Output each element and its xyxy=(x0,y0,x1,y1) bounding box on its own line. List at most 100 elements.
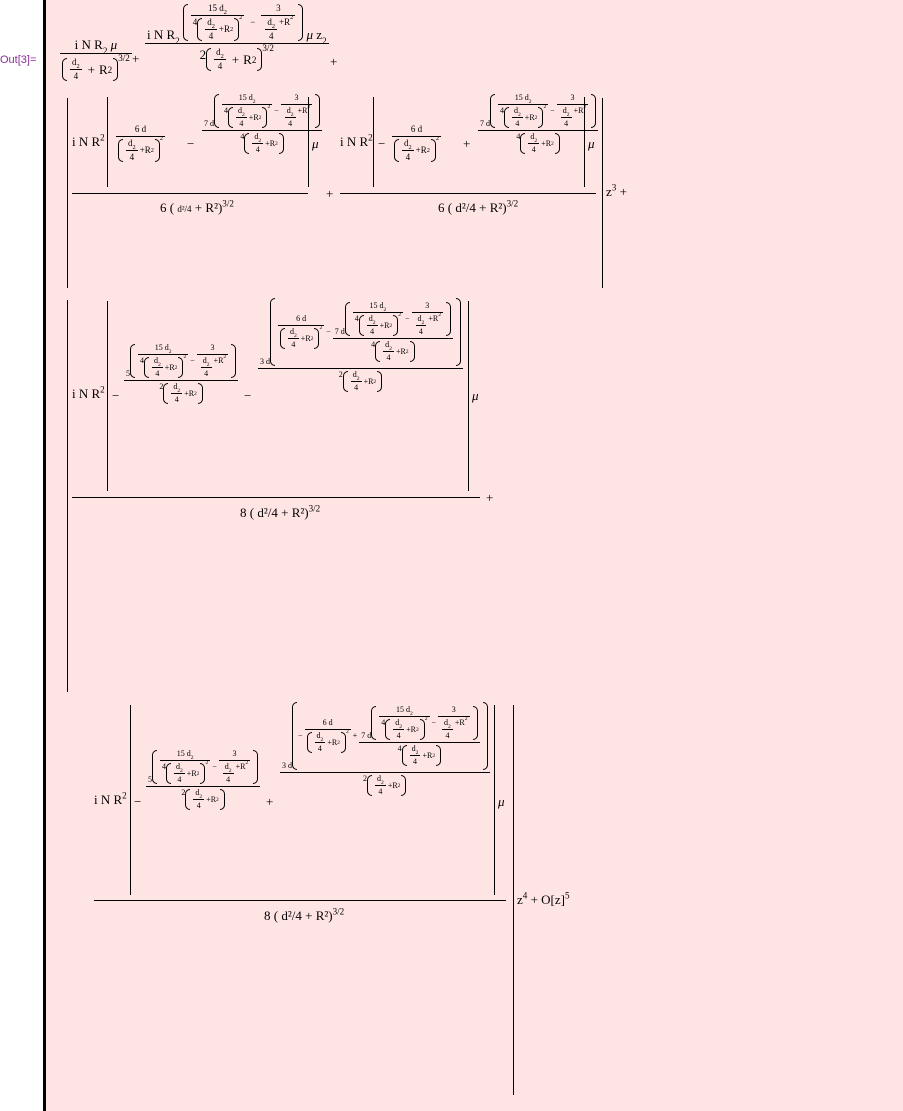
exponent: 3/2 xyxy=(506,198,519,209)
text: 4 xyxy=(140,356,144,365)
plus-operator: + xyxy=(524,112,530,122)
plus-operator: + xyxy=(206,794,211,804)
text: 4 xyxy=(252,143,264,154)
var-R: R xyxy=(223,24,230,34)
text: 4 xyxy=(192,17,198,27)
exponent: 3/2 xyxy=(222,198,234,209)
text: 4 xyxy=(375,785,386,796)
var-R: R xyxy=(269,138,276,148)
coefficient: 8 xyxy=(240,505,247,520)
plus-operator: + xyxy=(326,186,334,201)
var-R: R xyxy=(240,762,246,771)
var-d: d xyxy=(257,505,264,520)
exponent: 2 xyxy=(100,132,105,143)
plus-operator: + xyxy=(619,184,627,199)
var-R: R xyxy=(432,314,439,323)
var-R: R xyxy=(188,388,195,398)
text: 4 xyxy=(354,314,359,323)
plus-operator: + xyxy=(406,724,411,734)
minus-operator: − xyxy=(405,314,410,323)
plus-operator: + xyxy=(231,52,240,67)
var-R: R xyxy=(253,112,259,122)
text: 3 xyxy=(210,343,215,352)
minus-operator: − xyxy=(134,794,142,809)
text: 4 xyxy=(560,117,572,128)
text: 4 xyxy=(512,117,523,128)
numerator-text: i N R xyxy=(74,37,103,52)
var-R: R xyxy=(315,908,325,923)
mu-symbol: μ xyxy=(498,794,505,810)
var-R: R xyxy=(489,200,499,215)
minus-operator: − xyxy=(298,731,303,740)
text: 3 xyxy=(232,749,237,758)
plus-operator: + xyxy=(573,106,579,115)
text: 4 xyxy=(314,742,326,753)
text: 3 xyxy=(425,301,430,310)
text: 5 xyxy=(148,775,152,784)
plus-operator: + xyxy=(422,750,427,760)
var-R: R xyxy=(410,724,416,734)
output-label: Out[3]= xyxy=(0,54,37,66)
var-R: R xyxy=(169,362,175,372)
numerator-text: i N R2 xyxy=(72,132,105,150)
text: 4 xyxy=(162,762,166,771)
text: 15 d xyxy=(396,705,410,714)
plus-operator: + xyxy=(186,768,192,778)
text: 4 xyxy=(350,381,362,392)
var-d: d xyxy=(562,106,567,115)
text: 4 xyxy=(187,204,192,214)
var-d: d xyxy=(176,762,180,771)
text: 4 xyxy=(295,908,302,923)
text: μ xyxy=(588,136,595,151)
minus-operator: − xyxy=(212,762,217,771)
numerator-text: i N R2 xyxy=(72,385,105,402)
text: 4 xyxy=(409,755,421,766)
coefficient: 6 xyxy=(438,200,445,215)
plus-operator: + xyxy=(132,51,140,66)
numerator-text: i N R xyxy=(147,27,176,42)
cell-bracket[interactable] xyxy=(43,0,46,1111)
var-d: d xyxy=(417,314,422,323)
var-d: d xyxy=(224,762,229,771)
denominator-text: 4 xyxy=(70,69,82,81)
plus-operator: + xyxy=(248,112,254,122)
text: 5 xyxy=(126,369,130,378)
plus-operator: + xyxy=(327,737,332,747)
var-R: R xyxy=(243,52,252,67)
plus-operator: + xyxy=(387,780,393,790)
var-d: d xyxy=(316,731,321,740)
mu-symbol: μ xyxy=(312,136,319,152)
var-d: d xyxy=(385,340,390,349)
var-d: d xyxy=(514,106,518,115)
var-R: R xyxy=(545,138,552,148)
text: 3 d xyxy=(260,357,270,366)
mu-symbol: μ xyxy=(588,136,595,152)
var-R: R xyxy=(578,106,584,115)
